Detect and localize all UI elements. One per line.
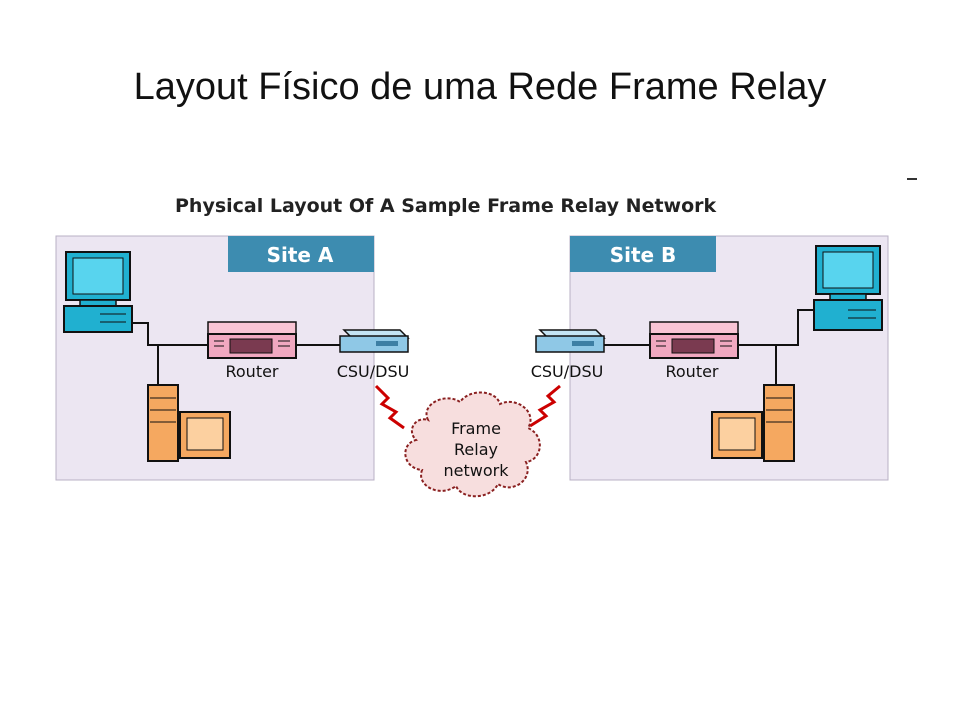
site-b-router-icon: [649, 321, 739, 359]
site-b-csu-dsu-icon: [535, 329, 606, 353]
cloud-label-line2: Relay: [454, 440, 498, 459]
site-a-workstation-icon: [63, 251, 133, 333]
link-b-lightning: [529, 384, 561, 428]
site-a-router-icon: [207, 321, 297, 359]
frame-relay-cloud-icon: [404, 391, 541, 498]
site-b-router-label: Router: [665, 362, 718, 381]
site-b-csu-dsu-label: CSU/DSU: [531, 362, 604, 381]
cloud-label-line1: Frame: [451, 419, 501, 438]
site-a-tab: [228, 236, 374, 272]
site-a-router-label: Router: [225, 362, 278, 381]
link-a-lightning: [374, 384, 405, 430]
site-a-csu-dsu-icon: [339, 329, 410, 353]
site-b-monitor-icon: [711, 411, 763, 459]
site-b-workstation-icon: [813, 245, 883, 331]
site-b-label: Site B: [610, 243, 677, 267]
cloud-label-line3: network: [444, 461, 510, 480]
site-a-csu-dsu-label: CSU/DSU: [337, 362, 410, 381]
site-b-wiring: [604, 309, 826, 385]
diagram-title: Physical Layout Of A Sample Frame Relay …: [175, 195, 717, 217]
site-a-tower-icon: [147, 384, 179, 462]
corner-mark: [907, 178, 917, 180]
site-b-tower-icon: [763, 384, 795, 462]
site-b-tab: [570, 236, 716, 272]
site-a-label: Site A: [267, 243, 334, 267]
slide-title: Layout Físico de uma Rede Frame Relay: [133, 66, 827, 108]
site-a-wiring: [120, 322, 340, 385]
site-a-monitor-icon: [179, 411, 231, 459]
